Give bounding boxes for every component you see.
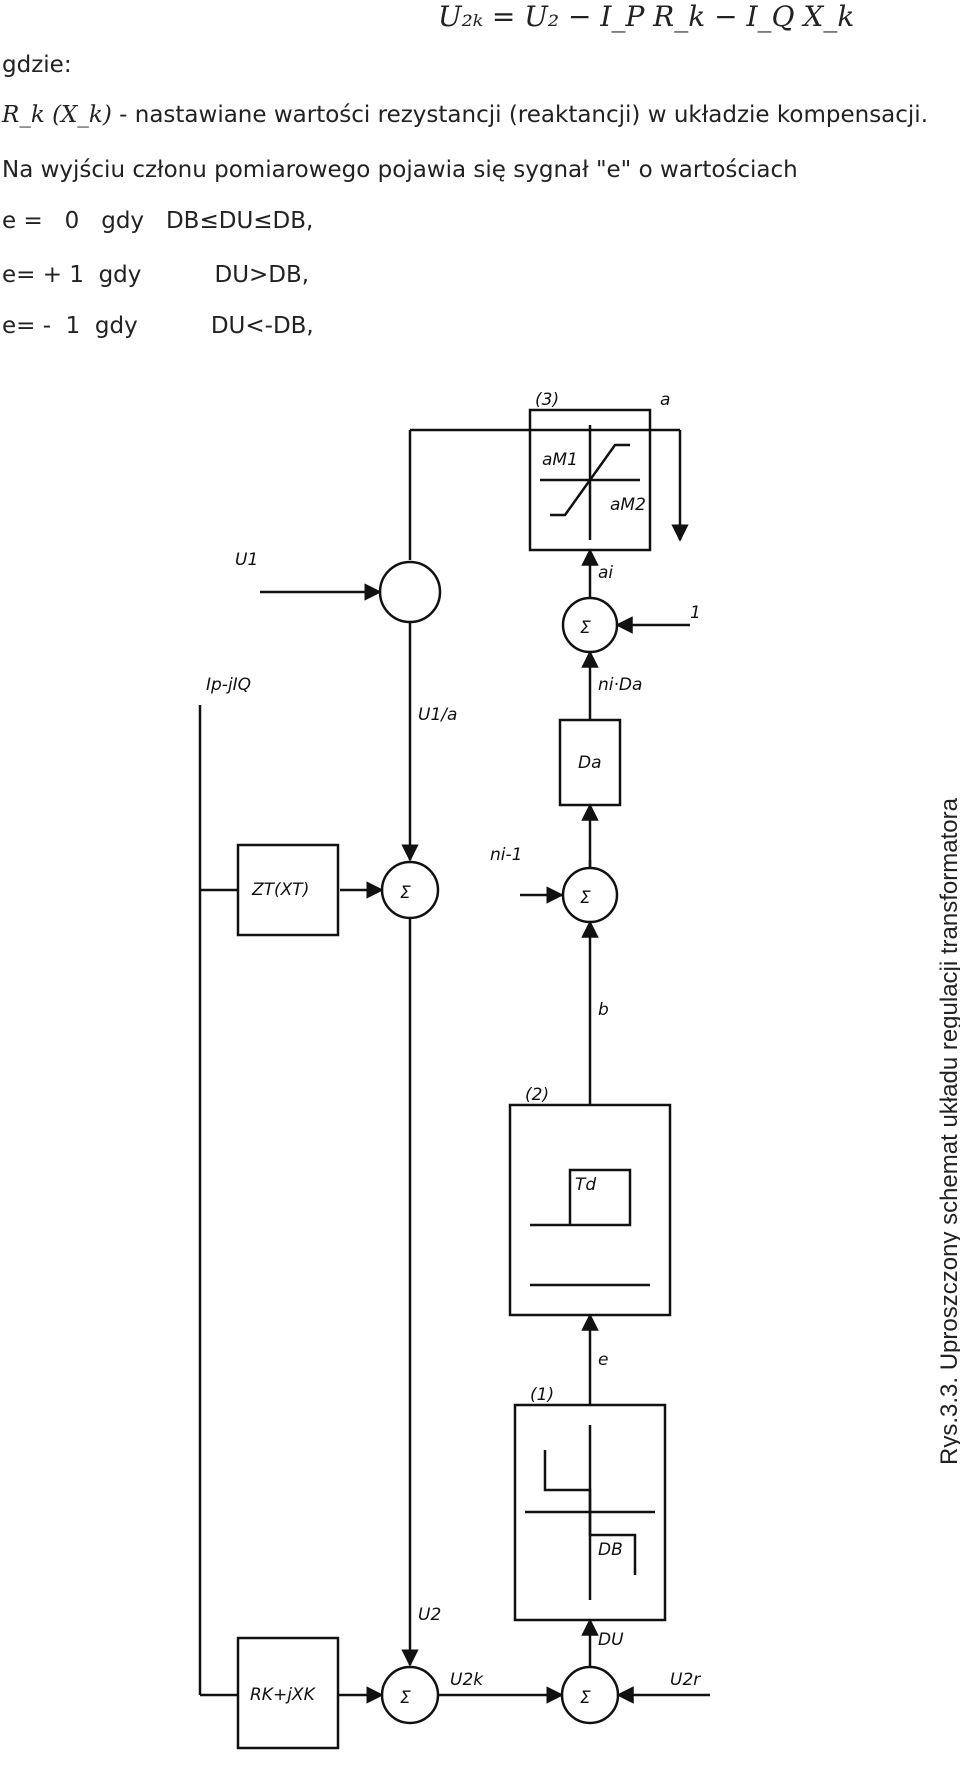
figure-caption: Rys.3.3. Uproszczony schemat układu regu… (936, 798, 960, 1465)
label-a: a (660, 390, 670, 410)
voltage-formula: U₂ₖ = U₂ − I_P R_k − I_Q X_k (438, 0, 855, 33)
label-b: b (598, 1000, 609, 1020)
block-3 (528, 408, 652, 552)
sum-symbol-u2r: Σ (580, 1688, 591, 1708)
block3-curve (550, 443, 630, 517)
block-2 (508, 1103, 672, 1317)
e-minus-one-condition: e= - 1 gdy DU<-DB, (2, 313, 314, 339)
rk-block (236, 1636, 340, 1750)
e-plus-one-condition: e= + 1 gdy DU>DB, (2, 262, 310, 288)
sum-symbol-zt: Σ (400, 883, 411, 903)
label-db: DB (598, 1540, 623, 1560)
label-u2: U2 (418, 1605, 441, 1625)
label-td: Td (575, 1175, 596, 1195)
label-am1: aM1 (542, 450, 578, 470)
label-rk: RK+jXK (250, 1685, 317, 1705)
label-block3: (3) (535, 390, 559, 410)
label-du: DU (598, 1630, 624, 1650)
sum-symbol-ni: Σ (580, 888, 591, 908)
block1-curve (543, 1450, 637, 1575)
label-u2r: U2r (670, 1670, 701, 1690)
label-am2: aM2 (610, 495, 646, 515)
label-zt: ZT(XT) (251, 880, 309, 900)
label-ai: ai (598, 563, 613, 583)
label-e: e (598, 1350, 608, 1370)
division-circle (378, 560, 442, 624)
label-ip-iq: Ip-jIQ (206, 675, 251, 695)
e-zero-condition: e = 0 gdy DB≤DU≤DB, (2, 208, 314, 234)
label-u1-over-a: U1/a (418, 705, 457, 725)
label-ni-minus-1: ni-1 (490, 845, 522, 865)
label-one: 1 (690, 603, 701, 623)
label-da: Da (578, 753, 602, 773)
label-u1: U1 (235, 550, 258, 570)
label-block1: (1) (530, 1385, 554, 1405)
rk-symbol: R_k (X_k) (2, 102, 112, 128)
rk-description: - nastawiane wartości rezystancji (reakt… (111, 102, 929, 128)
where-label: gdzie: (2, 52, 72, 78)
regulation-block-diagram: Σ Σ Σ Σ Σ U1 U1/a Ip-jIQ ZT(XT) RK+jXK U… (198, 390, 710, 1750)
rk-definition: R_k (X_k) - nastawiane wartości rezystan… (2, 102, 928, 128)
block2-curve (530, 1168, 632, 1227)
signal-description: Na wyjściu członu pomiarowego pojawia si… (2, 157, 798, 183)
label-block2: (2) (525, 1085, 549, 1105)
label-ni-da: ni·Da (598, 675, 642, 695)
label-u2k: U2k (450, 1670, 484, 1690)
sum-symbol-u2: Σ (400, 1688, 411, 1708)
sum-symbol-one: Σ (580, 618, 591, 638)
